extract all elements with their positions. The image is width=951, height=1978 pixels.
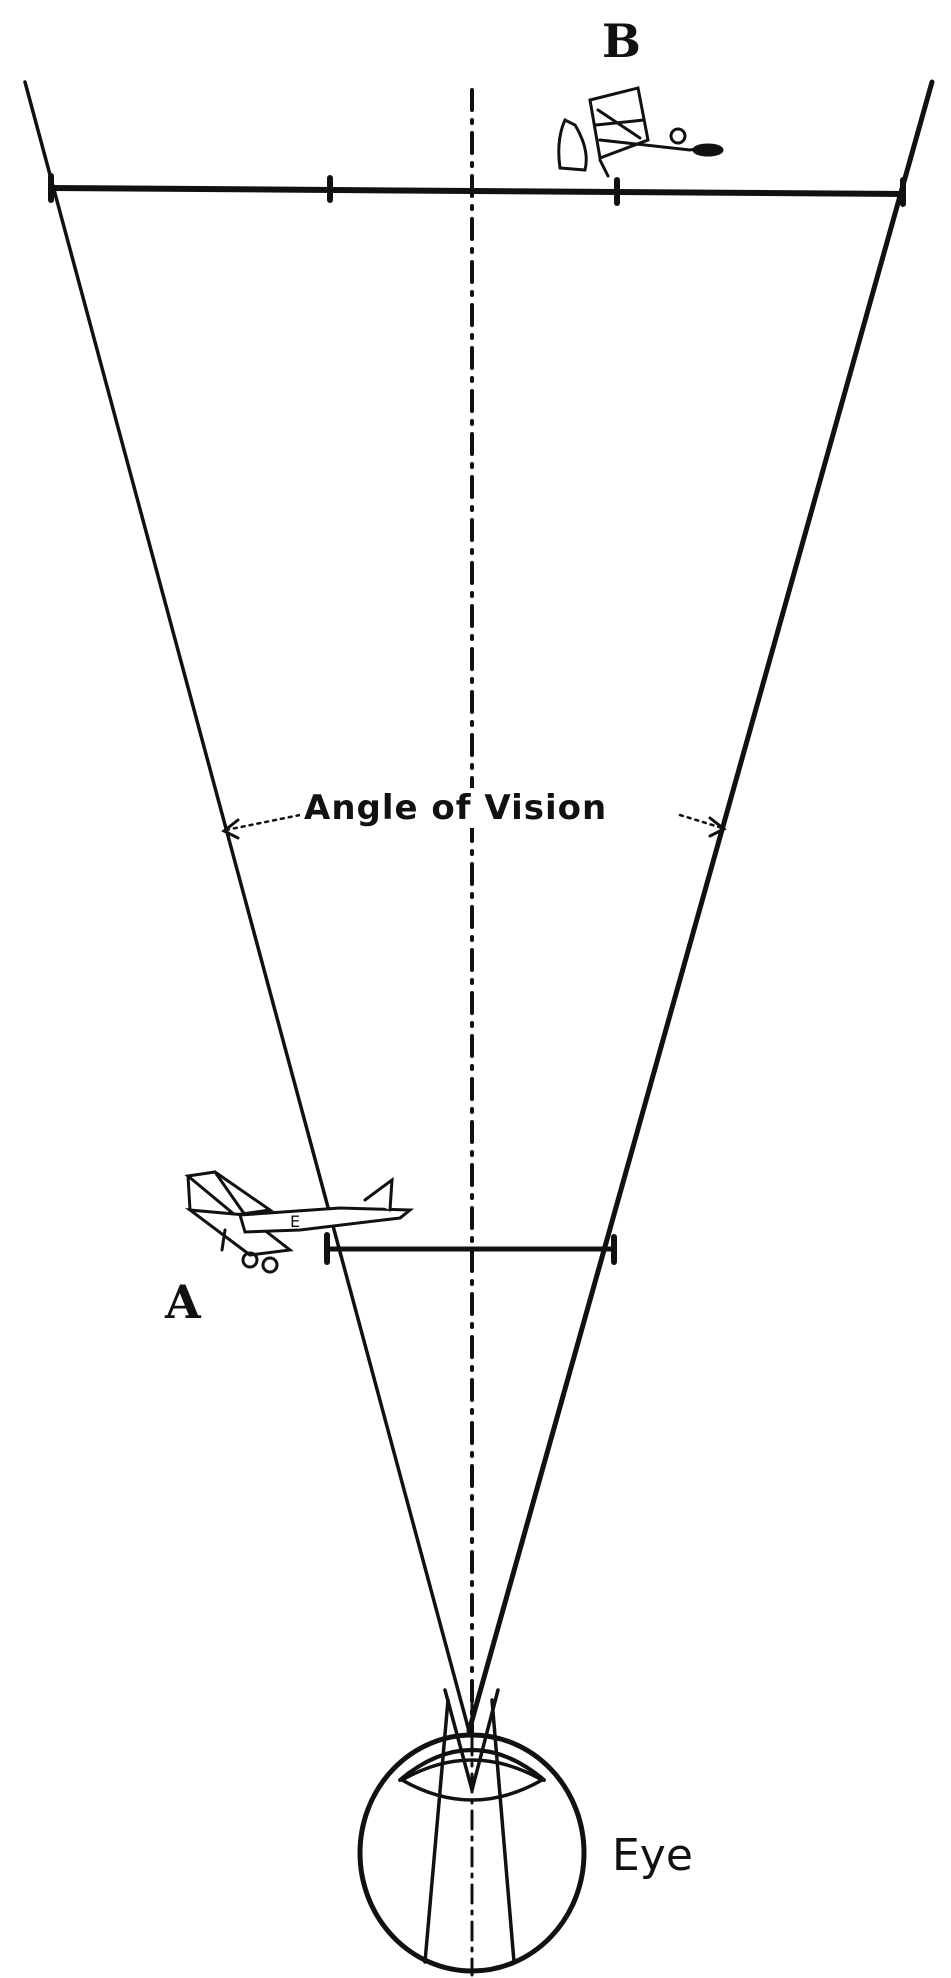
right-sight-line: [466, 79, 935, 1734]
eye-icon: [357, 1688, 587, 1977]
angle-of-vision-label: Angle of Vision: [300, 788, 612, 828]
eye-label: Eye: [612, 1830, 693, 1881]
plane-b-label: B: [602, 14, 641, 68]
airplane-b-icon: [557, 86, 724, 178]
arrowhead-right: [708, 816, 727, 838]
svg-text:E: E: [290, 1212, 300, 1231]
angle-arrow-left: [224, 813, 302, 832]
angle-arrow-right: [678, 813, 724, 830]
far-bar: [48, 185, 906, 197]
arrowhead-left: [221, 818, 240, 840]
left-sight-line: [23, 80, 471, 1733]
plane-a-label: A: [165, 1275, 201, 1329]
airplane-a-icon: E: [184, 1170, 415, 1274]
